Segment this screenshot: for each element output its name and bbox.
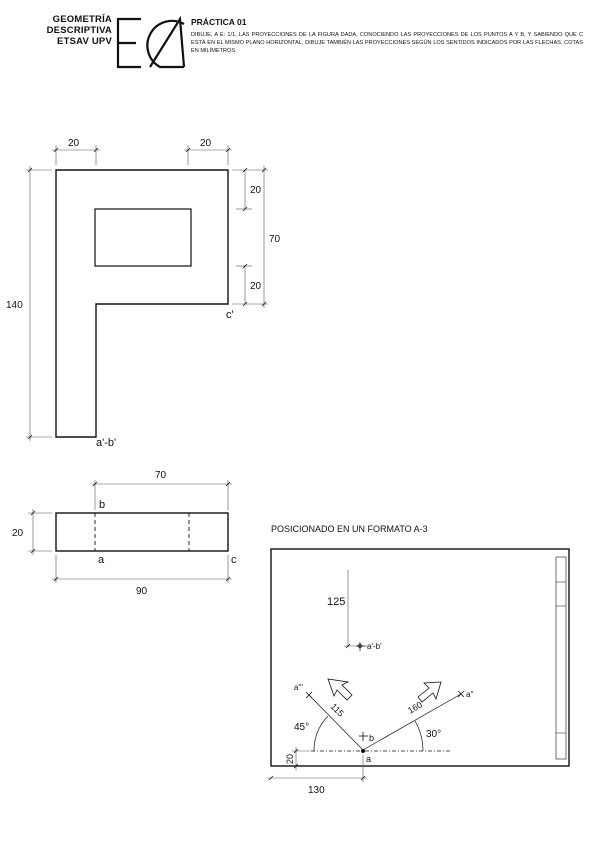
dim-height: 140 — [6, 300, 23, 311]
dim-right-total: 70 — [269, 234, 281, 245]
plan-dim-bottom: 90 — [136, 586, 148, 597]
view-arrow-left-icon — [327, 678, 353, 701]
p-outline — [55, 169, 229, 438]
dim-top-right: 20 — [200, 138, 212, 149]
plan-outline — [55, 512, 229, 552]
dim-right-upper: 20 — [250, 185, 262, 196]
format-label-a: a — [366, 754, 371, 764]
school-line-1: GEOMETRÍA — [52, 14, 112, 25]
angle-30: 30° — [426, 729, 441, 740]
view-line-45 — [308, 694, 364, 751]
instructions-text: DIBUJE, A E: 1/1, LAS PROYECCIONES DE LA… — [191, 32, 583, 55]
angle-45: 45° — [294, 722, 309, 733]
title-block-strip — [555, 556, 567, 760]
plan-label-a: a — [98, 554, 105, 566]
p-window — [94, 208, 192, 267]
dim-125: 125 — [327, 596, 345, 608]
dim-130: 130 — [308, 785, 325, 796]
dim-160: 160 — [406, 700, 424, 716]
format-sheet — [270, 548, 570, 767]
plan-label-c: c — [231, 554, 237, 566]
format-label-b: b — [369, 733, 374, 743]
format-label-ab: a'-b' — [367, 642, 382, 651]
plan-dim-left: 20 — [12, 528, 24, 539]
label-c-prime: c' — [226, 309, 234, 321]
school-line-3: ETSAV UPV — [57, 36, 112, 47]
elevation-view: 20 20 140 20 70 20 c' a'-b' — [6, 138, 281, 449]
label-a-double: a'' — [466, 690, 474, 699]
ega-logo-icon — [116, 15, 186, 69]
school-line-2: DESCRIPTIVA — [46, 25, 112, 36]
format-section-title: POSICIONADO EN UN FORMATO A-3 — [271, 524, 428, 534]
label-a-triple: a''' — [294, 683, 304, 692]
a3-format-view: 125 a'-b' a''' a'' 115 160 45° 30° — [267, 548, 570, 796]
plan-label-b: b — [99, 499, 105, 511]
dim-right-lower: 20 — [250, 281, 262, 292]
view-arrow-right-icon — [417, 681, 442, 703]
school-name: GEOMETRÍA DESCRIPTIVA ETSAV UPV — [22, 14, 112, 47]
plan-dim-top: 70 — [155, 470, 167, 481]
dim-20: 20 — [285, 754, 295, 764]
dim-115: 115 — [329, 701, 346, 718]
view-line-30 — [362, 693, 462, 751]
dim-top-left: 20 — [68, 138, 80, 149]
plan-view: 70 20 90 b a c — [12, 470, 237, 597]
practice-title: PRÁCTICA 01 — [191, 17, 247, 27]
label-ab-prime: a'-b' — [96, 437, 116, 449]
